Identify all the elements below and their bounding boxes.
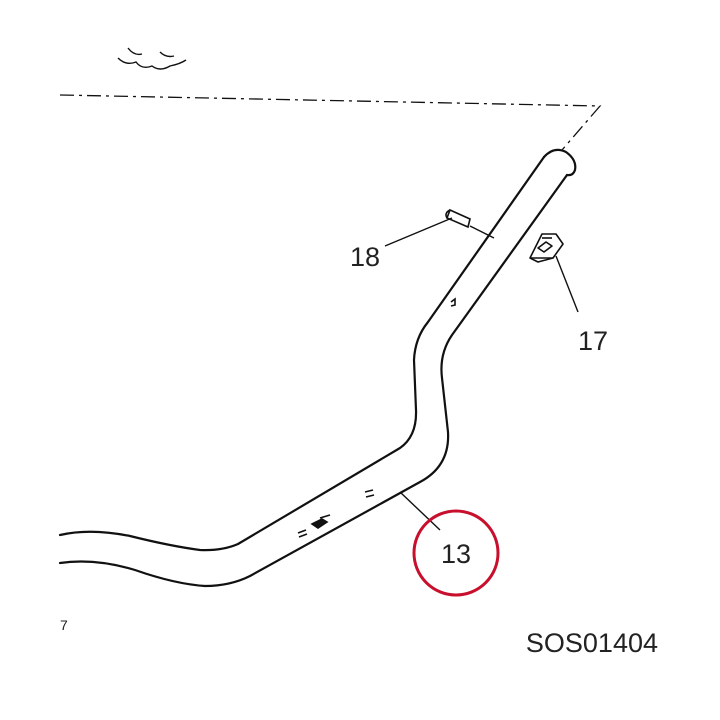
clip-part-17 — [529, 233, 564, 263]
leader-18 — [384, 217, 453, 247]
callout-13: 13 — [441, 539, 471, 569]
handlebar-tube — [58, 148, 577, 588]
drawing-code: SOS01404 — [526, 628, 658, 658]
partial-component-fragment — [117, 47, 187, 70]
tube-end-cap — [542, 148, 577, 177]
reference-centerline — [59, 94, 602, 151]
leader-18-inner — [469, 225, 495, 239]
tube-lower-edge — [58, 173, 569, 588]
corner-mark: 7 — [60, 617, 68, 633]
highlight-circle — [412, 509, 500, 597]
callout-18: 18 — [350, 242, 380, 272]
tube-markings — [297, 297, 456, 538]
leader-lines — [384, 217, 579, 531]
callout-17: 17 — [578, 326, 608, 356]
leader-17 — [555, 255, 579, 313]
tube-upper-edge — [58, 155, 546, 552]
leader-13 — [399, 491, 441, 531]
pin-part-18 — [445, 208, 471, 229]
